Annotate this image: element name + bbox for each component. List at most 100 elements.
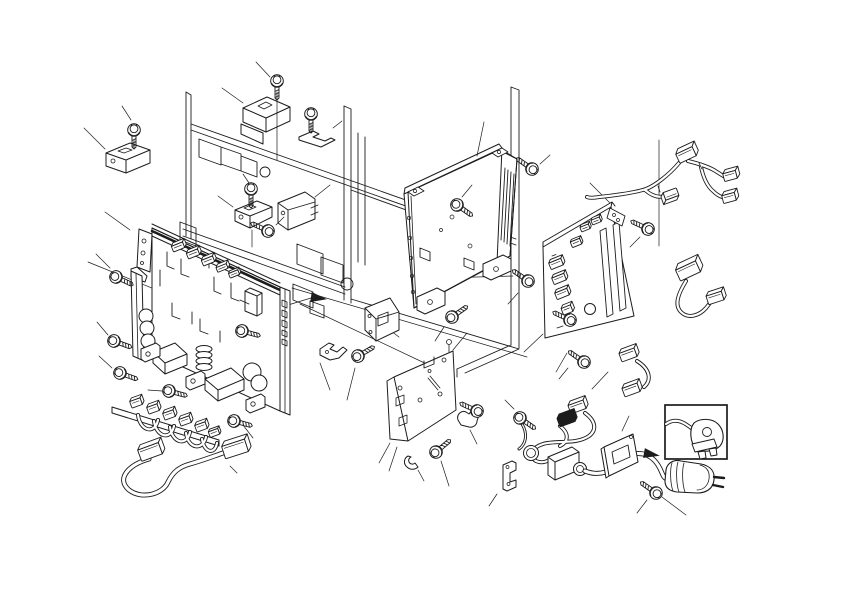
- screw-top-right: [304, 107, 318, 134]
- screw-small-bracket: [351, 345, 375, 363]
- flange-hole-2: [407, 235, 413, 241]
- harness-loops: [136, 413, 219, 453]
- small-box-bracket-holes: [367, 314, 373, 334]
- screw-mount-plate: [429, 439, 452, 459]
- harness-big-loop: [121, 450, 226, 498]
- plate-tab-right: [491, 147, 509, 158]
- relay-box: [244, 287, 263, 317]
- cord-grommet-outer: [523, 445, 539, 461]
- top-center-bracket: [240, 96, 291, 145]
- io-connector-1: [548, 254, 566, 270]
- plate-foot-hole-right: [493, 266, 499, 272]
- align-line-4: [299, 303, 434, 368]
- io-connector-3: [554, 284, 572, 300]
- plate-tab-hole-right: [497, 150, 501, 154]
- jumper-1-connector-bottom: [621, 378, 643, 398]
- board-foot-hole-1: [145, 351, 151, 357]
- top-left-bracket: [105, 142, 151, 174]
- upper-harness-connector-c: [722, 165, 741, 182]
- screw-board-bottom-2: [227, 414, 253, 428]
- leader-lines-top: [83, 61, 343, 226]
- plate-tab-left: [407, 186, 425, 197]
- plate-hole-1: [449, 214, 455, 220]
- cord-clamp: [502, 460, 517, 492]
- ground-wire: [517, 422, 528, 451]
- io-board-top-bracket: [606, 207, 626, 227]
- harness-connector-3: [162, 405, 178, 421]
- plate-foot-hole-left: [427, 299, 433, 305]
- flange-hole-5: [410, 289, 416, 295]
- board-connector-1: [170, 237, 187, 253]
- screw-board-right: [235, 324, 261, 338]
- screw-io-top: [630, 219, 655, 236]
- screw-plate-bottom-right: [511, 269, 535, 288]
- frame-hinge-pin: [259, 166, 271, 178]
- harness-connector-4: [178, 411, 194, 427]
- uk-plug-prongs: [697, 447, 718, 460]
- mount-plate-pin-head: [446, 339, 452, 345]
- mount-plate-slot: [427, 375, 441, 391]
- top-center-bracket-slot: [257, 101, 273, 110]
- harness-big-connector-right: [221, 433, 252, 460]
- io-capacitor: [584, 303, 596, 315]
- screw-box-bracket: [250, 221, 275, 238]
- board-connector-5: [227, 266, 242, 279]
- plate-foot-right: [482, 254, 512, 281]
- upper-harness-connector-a: [675, 140, 699, 164]
- upper-harness-connector-b: [660, 187, 680, 206]
- screw-plate-top-right: [515, 157, 539, 176]
- shield-plate-vents: [500, 167, 515, 247]
- top-left-bracket-hole: [110, 158, 116, 164]
- ferrite-core: [547, 446, 580, 481]
- io-bracket-hole-2: [616, 218, 620, 222]
- screw-board-bottom-1: [162, 384, 188, 398]
- top-left-bracket-slot: [117, 147, 133, 154]
- harness-connector-2: [146, 399, 162, 415]
- main-board-top-edge-dark: [150, 229, 282, 292]
- harness-big-connector-left: [137, 436, 166, 462]
- screw-io-bottom: [567, 350, 591, 369]
- screw-top-center: [270, 74, 284, 101]
- screw-plate-foot: [445, 305, 469, 324]
- harness-rail: [111, 406, 220, 447]
- plate-hole-3: [439, 228, 443, 232]
- transformer-1: [152, 342, 188, 375]
- cord-clamp-holes: [505, 465, 511, 486]
- machine-frame-foot: [179, 221, 458, 378]
- coil-winding-4: [195, 363, 213, 371]
- euro-plug-ribs: [670, 461, 710, 493]
- mount-plate-cutouts: [395, 394, 408, 427]
- io-connector-5: [579, 220, 592, 233]
- board-foot-hole-3: [250, 401, 256, 407]
- cord-cover-hole: [629, 435, 633, 439]
- jumper-cable-1: [635, 359, 651, 389]
- screw-axis-lines: [133, 91, 312, 248]
- cord-grommet-inner: [526, 448, 536, 458]
- mount-plate-face: [386, 350, 457, 442]
- cable-clamp-mid: [319, 342, 348, 361]
- harness-connector-5: [194, 417, 210, 433]
- mid-bracket-hole: [238, 214, 244, 220]
- top-right-clip: [298, 130, 336, 148]
- shield-plate-left-flange: [410, 195, 417, 305]
- small-box-bracket-inner: [364, 307, 400, 342]
- board-connector-3: [200, 251, 217, 267]
- inset-box: [664, 404, 728, 460]
- harness-connector-6: [207, 425, 222, 438]
- board-connector-2: [185, 244, 202, 260]
- uk-plug-base: [691, 438, 718, 453]
- leader-lines-mid: [319, 121, 551, 487]
- screw-board-left-2: [107, 334, 133, 350]
- mid-harness-connector-big: [675, 253, 704, 282]
- board-foot-1: [140, 342, 161, 363]
- screw-mid-bracket: [244, 182, 258, 209]
- round-component-2: [250, 374, 268, 392]
- screw-top-left: [127, 123, 141, 150]
- upper-harness-ties: [657, 162, 703, 193]
- uk-plug-button: [702, 427, 712, 437]
- cord-cover-slot: [611, 444, 631, 465]
- mount-rail-hole-3: [140, 261, 144, 265]
- plate-hole-2: [467, 243, 473, 249]
- mount-plate-holes: [397, 357, 447, 403]
